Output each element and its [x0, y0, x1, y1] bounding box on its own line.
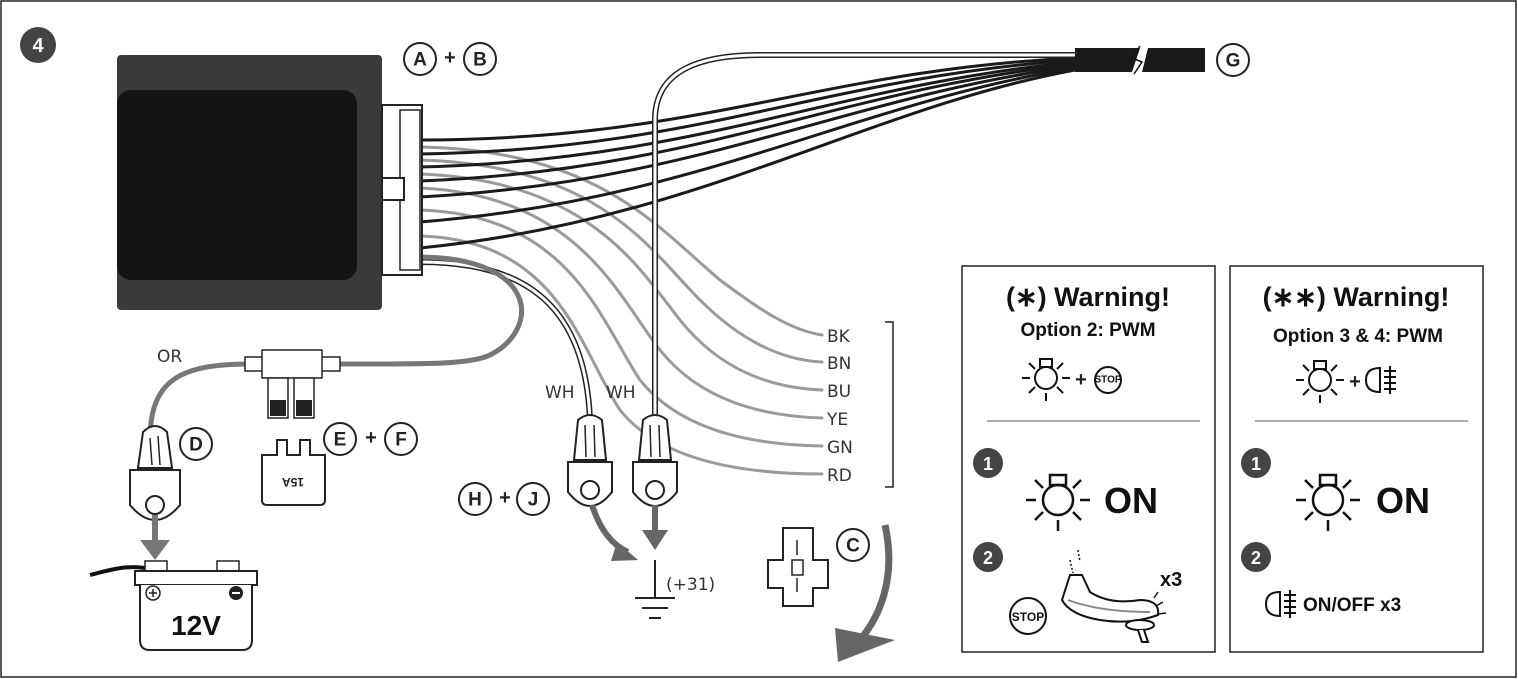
ground-icon: [635, 560, 675, 619]
connector-icon: [767, 527, 829, 607]
warning1-step2-count: x3: [1160, 569, 1182, 591]
warning2-step2-num: 2: [1251, 548, 1261, 568]
parking-light-icon: [1026, 473, 1090, 531]
arrow-head-c: [835, 628, 895, 662]
warning2-step1-num: 1: [1251, 454, 1261, 474]
figure-number: 4: [32, 35, 44, 57]
fog-light-icon: [1264, 590, 1296, 618]
output-wires: [418, 56, 1077, 250]
parking-light-icon: [1022, 358, 1070, 401]
wh-label-right: WH: [606, 383, 636, 403]
fuse-holder: [244, 349, 341, 419]
step1-badge: 1: [1241, 448, 1271, 478]
control-module: [117, 55, 423, 310]
warning2-step1-text: ON: [1376, 480, 1430, 521]
wire-label-gn: GN: [827, 438, 853, 458]
ground-wire-long: [652, 52, 1078, 423]
battery-voltage: 12V: [171, 610, 221, 641]
arrow-shaft-c: [857, 524, 893, 643]
warning1-step2-num: 2: [983, 548, 993, 568]
warning1-step2-stop: STOP: [1012, 610, 1044, 624]
wh-label-left: WH: [545, 383, 575, 403]
arrow-head-d: [140, 540, 170, 560]
warning1-stop-text: STOP: [1094, 375, 1121, 386]
callout-d-label: D: [189, 435, 203, 456]
warning-box-pwm-option3-4: (∗∗) Warning! Option 3 & 4: PWM + 1 ON 2: [1229, 265, 1484, 653]
callout-c-label: C: [846, 536, 860, 557]
warning1-title: (∗) Warning!: [1006, 282, 1170, 312]
plus-sign-ef: +: [365, 427, 377, 449]
wire-label-bu: BU: [827, 382, 851, 402]
warning1-step1-num: 1: [983, 454, 993, 474]
step1-badge: 1: [973, 448, 1003, 478]
fuse-rating: 15A: [282, 475, 304, 489]
wire-label-ye: YE: [826, 410, 848, 430]
wire-label-bn: BN: [827, 354, 851, 374]
callout-d: D: [179, 427, 213, 461]
callout-f: F: [395, 430, 407, 451]
callout-g: G: [1216, 43, 1250, 77]
foot-pedal-icon: [1060, 549, 1167, 643]
callout-a-plus-b: A + B: [403, 42, 497, 76]
stop-sign-icon: STOP: [1009, 597, 1047, 635]
warning2-title: (∗∗) Warning!: [1263, 282, 1450, 312]
callout-j: J: [528, 490, 539, 511]
ring-terminal-right: [632, 414, 678, 507]
parking-light-icon: [1296, 473, 1360, 531]
callout-g-label: G: [1226, 51, 1241, 72]
wire-color-labels: BK BN BU YE GN RD: [826, 321, 894, 488]
callout-h-plus-j: H + J: [458, 482, 550, 516]
wire-label-bk: BK: [827, 327, 851, 347]
callout-e: E: [334, 430, 347, 451]
wire-harness: [147, 52, 1078, 476]
plus-sign: +: [444, 47, 456, 69]
warning2-subtitle: Option 3 & 4: PWM: [1273, 326, 1443, 347]
ground-label: (+31): [666, 575, 715, 595]
ground-wire-short: [417, 259, 593, 423]
stop-sign-icon: STOP: [1094, 366, 1122, 394]
parking-light-icon: [1296, 360, 1344, 403]
plus-sign-hj: +: [499, 487, 511, 509]
callout-h: H: [468, 490, 482, 511]
or-wire-label: OR: [157, 347, 182, 367]
warning1-subtitle: Option 2: PWM: [1020, 320, 1155, 341]
fog-light-icon: [1364, 366, 1396, 394]
step2-badge: 2: [1241, 542, 1271, 572]
step2-badge: 2: [973, 542, 1003, 572]
wire-bracket: [885, 321, 894, 488]
warning1-plus: +: [1075, 369, 1087, 391]
callout-b: B: [473, 50, 487, 71]
cable-end: [1075, 45, 1205, 75]
warning2-step2-text: ON/OFF x3: [1303, 595, 1401, 616]
power-wire-or: [147, 254, 524, 443]
figure-number-badge: 4: [20, 27, 56, 63]
battery-icon: 12V: [89, 560, 258, 651]
warning1-step1-text: ON: [1104, 480, 1158, 521]
callout-a: A: [413, 50, 427, 71]
warning2-plus: +: [1349, 371, 1361, 393]
callout-c: C: [836, 528, 870, 562]
callout-e-plus-f: E + F: [323, 422, 418, 456]
arrow-head-left: [611, 542, 638, 561]
wire-label-rd: RD: [827, 466, 852, 486]
fuse-icon: 15A: [261, 439, 326, 506]
warning-box-pwm-option2: (∗) Warning! Option 2: PWM + STOP 1 ON 2: [961, 265, 1216, 653]
arrow-head-right: [642, 530, 668, 550]
